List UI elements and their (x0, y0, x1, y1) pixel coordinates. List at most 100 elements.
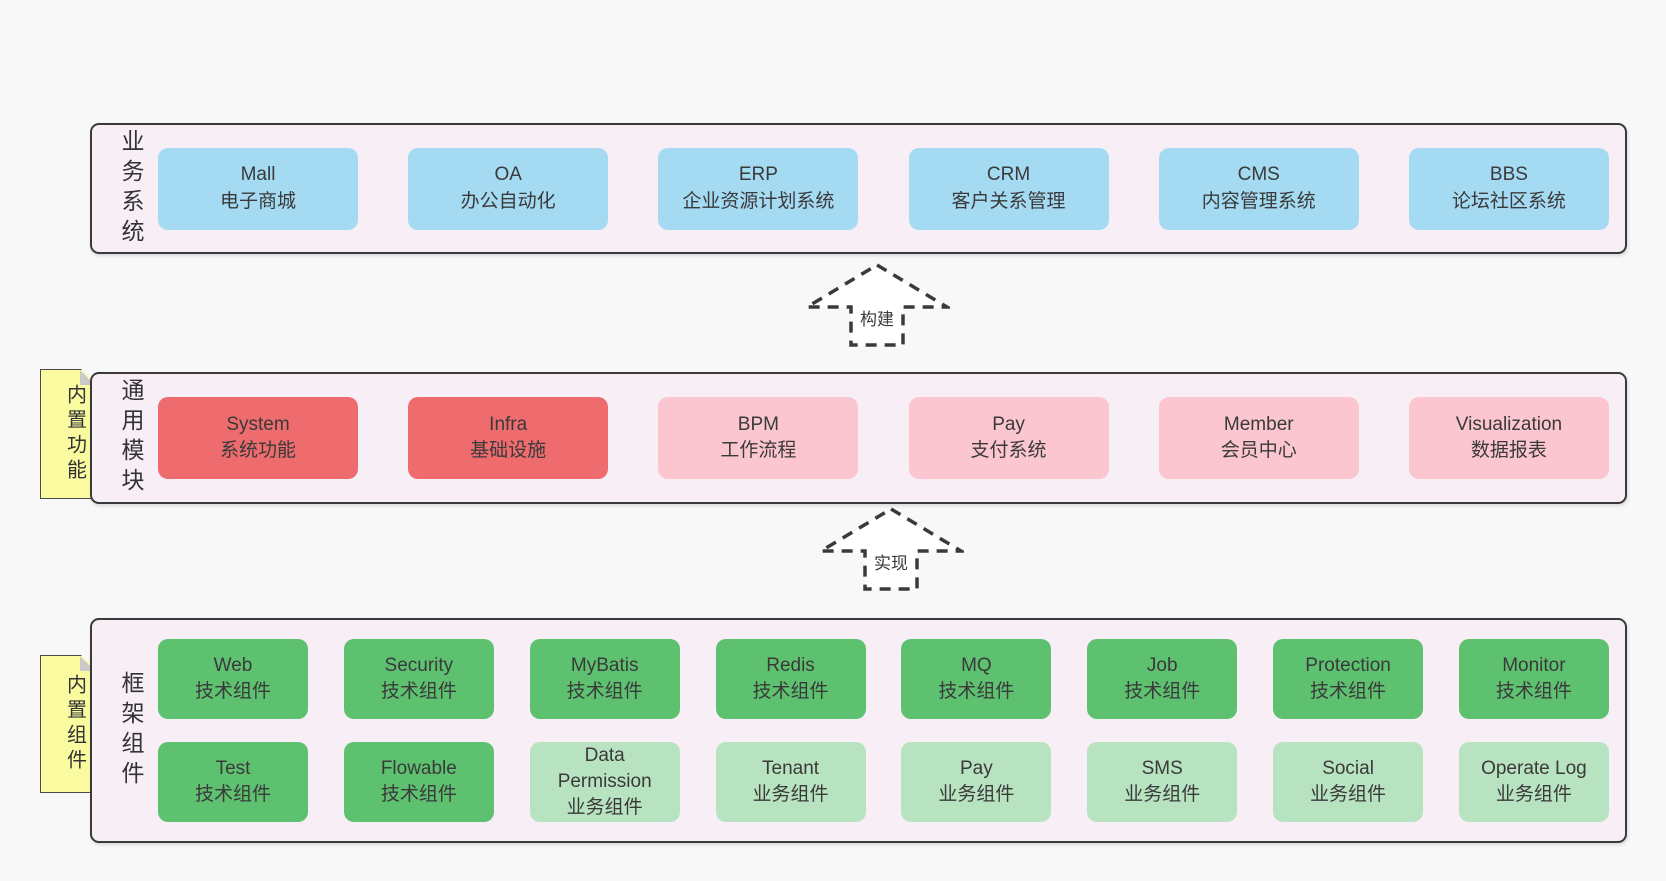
band-business-systems: 业务系统 Mall 电子商城 OA 办公自动化 ERP 企业资源计划系统 CRM… (90, 123, 1627, 254)
note-label: 内置功能 (63, 384, 86, 484)
box-title: Infra (489, 413, 528, 435)
box-mq: MQ 技术组件 (901, 639, 1052, 719)
box-subtitle: 技术组件 (194, 681, 271, 702)
box-title: MyBatis (570, 654, 639, 676)
box-title: Security (384, 654, 454, 676)
box-title: ERP (738, 164, 778, 186)
box-subtitle: 业务组件 (566, 797, 643, 819)
box-web: Web 技术组件 (158, 639, 308, 719)
box-subtitle: 业务组件 (1310, 784, 1387, 805)
box-title: Monitor (1502, 654, 1566, 676)
box-subtitle: 工作流程 (720, 440, 797, 461)
note-builtin-functions: 内置功能 (40, 369, 96, 499)
box-security: Security 技术组件 (343, 639, 494, 719)
box-subtitle: 技术组件 (566, 681, 643, 702)
box-data-permission: Data Permission 业务组件 (529, 742, 680, 822)
box-subtitle: 技术组件 (380, 784, 457, 805)
box-title: OA (494, 164, 522, 186)
box-erp: ERP 企业资源计划系统 (658, 147, 859, 230)
box-subtitle: 业务组件 (938, 784, 1015, 805)
box-operate-log: Operate Log 业务组件 (1458, 742, 1609, 822)
box-title: Mall (240, 164, 276, 186)
box-title: CMS (1237, 164, 1280, 186)
box-subtitle: 技术组件 (380, 681, 457, 702)
box-title: Social (1322, 757, 1374, 779)
note-label: 内置组件 (63, 674, 86, 774)
box-sms: SMS 业务组件 (1087, 742, 1238, 822)
box-title: Operate Log (1481, 757, 1587, 779)
box-title: Flowable (380, 757, 457, 779)
box-title: Redis (766, 654, 815, 676)
box-redis: Redis 技术组件 (715, 639, 866, 719)
box-subtitle: 技术组件 (1124, 681, 1201, 702)
box-title: MQ (961, 654, 992, 676)
box-infra: Infra 基础设施 (408, 397, 609, 479)
box-job: Job 技术组件 (1087, 639, 1238, 719)
box-subtitle: 办公自动化 (460, 190, 556, 212)
business-systems-row: Mall 电子商城 OA 办公自动化 ERP 企业资源计划系统 CRM 客户关系… (158, 147, 1609, 230)
box-flowable: Flowable 技术组件 (343, 742, 494, 822)
band-label-common-modules: 通用模块 (118, 378, 144, 498)
box-title: Data Permission (557, 744, 652, 792)
box-subtitle: 电子商城 (219, 190, 296, 212)
box-protection: Protection 技术组件 (1273, 639, 1424, 719)
box-crm: CRM 客户关系管理 (908, 147, 1109, 230)
band-framework-components: 框架组件 Web 技术组件 Security 技术组件 MyBatis 技术组件… (90, 618, 1627, 843)
box-subtitle: 会员中心 (1220, 440, 1297, 461)
box-subtitle: 技术组件 (194, 784, 271, 805)
up-arrow-icon (804, 262, 950, 347)
box-bpm: BPM 工作流程 (658, 397, 859, 479)
up-arrow-icon (818, 506, 964, 591)
box-title: Tenant (762, 757, 820, 779)
band-common-modules: 通用模块 System 系统功能 Infra 基础设施 BPM 工作流程 Pay… (90, 372, 1627, 504)
box-title: Protection (1305, 654, 1391, 676)
box-mall: Mall 电子商城 (158, 147, 358, 230)
framework-components-grid: Web 技术组件 Security 技术组件 MyBatis 技术组件 Redi… (158, 639, 1609, 822)
box-monitor: Monitor 技术组件 (1458, 639, 1609, 719)
note-builtin-components: 内置组件 (40, 655, 96, 793)
box-subtitle: 技术组件 (1495, 681, 1572, 702)
box-title: BBS (1489, 164, 1528, 186)
box-title: BPM (737, 413, 779, 435)
box-title: Pay (992, 413, 1025, 435)
box-test: Test 技术组件 (158, 742, 308, 822)
box-title: Visualization (1455, 413, 1563, 435)
box-subtitle: 业务组件 (752, 784, 829, 805)
common-modules-row: System 系统功能 Infra 基础设施 BPM 工作流程 Pay 支付系统… (158, 397, 1609, 479)
box-oa: OA 办公自动化 (408, 147, 609, 230)
box-title: Test (215, 757, 251, 779)
box-subtitle: 企业资源计划系统 (682, 190, 835, 212)
box-bbs: BBS 论坛社区系统 (1408, 147, 1609, 230)
box-title: Web (213, 654, 253, 676)
arrow-implement-label: 实现 (874, 554, 908, 573)
box-title: Member (1223, 413, 1294, 435)
box-subtitle: 支付系统 (970, 440, 1047, 461)
box-subtitle: 基础设施 (470, 440, 547, 461)
box-pay-system: Pay 支付系统 (908, 397, 1109, 479)
box-tenant: Tenant 业务组件 (715, 742, 866, 822)
box-subtitle: 客户关系管理 (951, 190, 1066, 212)
box-title: Pay (960, 757, 993, 779)
box-title: System (226, 413, 290, 435)
box-system: System 系统功能 (158, 397, 358, 479)
box-subtitle: 系统功能 (219, 440, 296, 461)
arrow-implement: 实现 (818, 506, 964, 592)
box-subtitle: 技术组件 (1310, 681, 1387, 702)
box-subtitle: 论坛社区系统 (1451, 190, 1566, 212)
box-member: Member 会员中心 (1158, 397, 1359, 479)
box-title: Job (1146, 654, 1178, 676)
band-label-framework-components: 框架组件 (118, 670, 144, 791)
box-subtitle: 数据报表 (1470, 440, 1547, 461)
box-pay-component: Pay 业务组件 (901, 742, 1052, 822)
band-label-business-systems: 业务系统 (118, 128, 144, 249)
arrow-build-label: 构建 (860, 310, 894, 329)
box-cms: CMS 内容管理系统 (1158, 147, 1359, 230)
box-mybatis: MyBatis 技术组件 (529, 639, 680, 719)
box-subtitle: 业务组件 (1124, 784, 1201, 805)
box-visualization: Visualization 数据报表 (1408, 397, 1609, 479)
box-social: Social 业务组件 (1273, 742, 1424, 822)
arrow-build: 构建 (804, 262, 950, 348)
box-subtitle: 技术组件 (938, 681, 1015, 702)
box-title: SMS (1141, 757, 1183, 779)
box-subtitle: 内容管理系统 (1201, 190, 1316, 212)
